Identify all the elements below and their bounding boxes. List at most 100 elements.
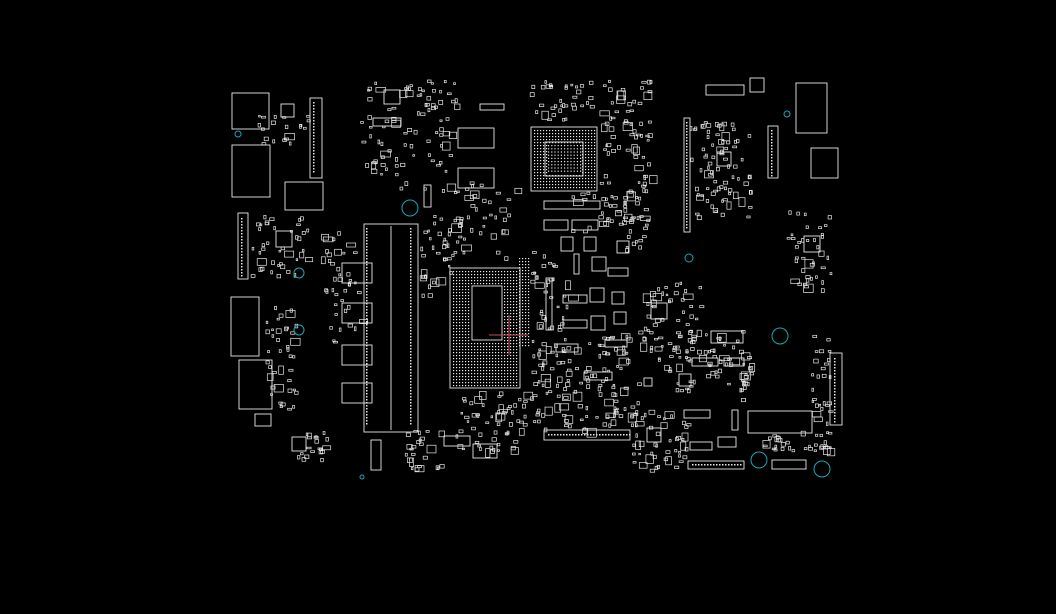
smd-footprint[interactable] (642, 188, 646, 193)
smd-footprint[interactable] (821, 373, 827, 378)
smd-footprint[interactable] (637, 181, 641, 184)
smd-footprint[interactable] (606, 151, 610, 156)
smd-footprint[interactable] (556, 383, 559, 388)
smd-footprint[interactable] (441, 189, 445, 193)
smd-footprint[interactable] (691, 334, 697, 339)
smd-footprint[interactable] (586, 427, 597, 438)
smd-footprint[interactable] (599, 181, 604, 185)
smd-footprint[interactable] (805, 225, 809, 229)
smd-footprint[interactable] (287, 388, 293, 393)
smd-footprint[interactable] (638, 245, 642, 250)
smd-footprint[interactable] (532, 394, 538, 397)
smd-footprint[interactable] (646, 314, 651, 319)
smd-footprint[interactable] (740, 371, 751, 381)
smd-footprint[interactable] (634, 165, 644, 172)
smd-footprint[interactable] (482, 198, 487, 203)
smd-footprint[interactable] (676, 382, 680, 385)
smd-footprint[interactable] (692, 128, 697, 131)
smd-footprint[interactable] (623, 216, 628, 220)
smd-footprint[interactable] (538, 350, 547, 360)
smd-footprint[interactable] (803, 283, 814, 293)
smd-footprint[interactable] (276, 317, 280, 321)
usb-port-outline[interactable] (231, 92, 270, 130)
smd-footprint[interactable] (714, 122, 719, 127)
smd-footprint[interactable] (749, 372, 754, 376)
smd-footprint[interactable] (447, 232, 451, 237)
smd-footprint[interactable] (809, 262, 815, 267)
smd-footprint[interactable] (447, 92, 452, 95)
smd-footprint[interactable] (820, 266, 826, 270)
smd-footprint[interactable] (499, 207, 508, 213)
smd-footprint[interactable] (675, 349, 681, 354)
smd-footprint[interactable] (706, 123, 712, 128)
smd-footprint[interactable] (426, 444, 437, 454)
smd-footprint[interactable] (563, 396, 569, 400)
smd-footprint[interactable] (746, 215, 751, 219)
smd-footprint[interactable] (475, 413, 480, 417)
smd-footprint[interactable] (367, 115, 372, 120)
smd-footprint[interactable] (638, 239, 644, 243)
smd-footprint[interactable] (708, 350, 711, 354)
smd-footprint[interactable] (762, 440, 771, 449)
smd-footprint[interactable] (531, 251, 537, 254)
smd-footprint[interactable] (439, 127, 444, 132)
smd-footprint[interactable] (639, 121, 643, 126)
smd-footprint[interactable] (322, 445, 332, 451)
smd-footprint[interactable] (730, 122, 735, 127)
smd-footprint[interactable] (715, 133, 720, 137)
smd-footprint[interactable] (394, 164, 399, 168)
smd-footprint[interactable] (577, 404, 583, 409)
smd-footprint[interactable] (469, 401, 474, 406)
smd-footprint[interactable] (271, 334, 275, 338)
smd-footprint[interactable] (712, 355, 718, 359)
smd-footprint[interactable] (266, 373, 274, 381)
smd-footprint[interactable] (803, 447, 808, 451)
smd-footprint[interactable] (261, 115, 266, 119)
smd-footprint[interactable] (722, 198, 728, 202)
smd-footprint[interactable] (541, 264, 547, 268)
smd-footprint[interactable] (502, 217, 507, 222)
smd-footprint[interactable] (369, 134, 372, 139)
smd-footprint[interactable] (423, 187, 427, 191)
smd-footprint[interactable] (801, 256, 806, 260)
smd-footprint[interactable] (676, 319, 681, 322)
smd-footprint[interactable] (361, 140, 367, 144)
smd-footprint[interactable] (813, 358, 819, 364)
smd-footprint[interactable] (627, 102, 633, 107)
smd-footprint[interactable] (287, 407, 292, 411)
smd-footprint[interactable] (826, 401, 832, 406)
smd-footprint[interactable] (688, 359, 693, 363)
smd-footprint[interactable] (550, 106, 556, 110)
chip-outline[interactable] (613, 311, 627, 325)
smd-footprint[interactable] (420, 246, 424, 252)
smd-footprint[interactable] (385, 167, 388, 171)
smd-footprint[interactable] (395, 157, 399, 162)
connector-outline[interactable] (829, 352, 843, 426)
smd-footprint[interactable] (811, 387, 814, 392)
smd-footprint[interactable] (313, 436, 319, 439)
smd-footprint[interactable] (571, 229, 576, 233)
smd-footprint[interactable] (325, 289, 329, 294)
smd-footprint[interactable] (607, 369, 610, 373)
smd-footprint[interactable] (564, 419, 569, 423)
smd-footprint[interactable] (328, 259, 332, 263)
smd-footprint[interactable] (708, 363, 712, 368)
smd-footprint[interactable] (824, 362, 829, 366)
smd-footprint[interactable] (427, 108, 431, 113)
smd-footprint[interactable] (546, 279, 551, 284)
smd-footprint[interactable] (269, 217, 275, 221)
smd-footprint[interactable] (458, 224, 462, 228)
smd-footprint[interactable] (710, 204, 714, 209)
smd-footprint[interactable] (812, 334, 818, 338)
smd-footprint[interactable] (474, 440, 480, 444)
chip-outline[interactable] (291, 436, 307, 452)
smd-footprint[interactable] (278, 313, 284, 318)
smd-footprint[interactable] (631, 423, 634, 427)
port-outline[interactable] (795, 82, 828, 134)
smd-footprint[interactable] (606, 217, 611, 223)
smd-footprint[interactable] (602, 422, 608, 427)
smd-footprint[interactable] (413, 430, 418, 433)
smd-footprint[interactable] (635, 410, 639, 415)
smd-footprint[interactable] (632, 452, 636, 456)
smd-footprint[interactable] (395, 172, 399, 177)
